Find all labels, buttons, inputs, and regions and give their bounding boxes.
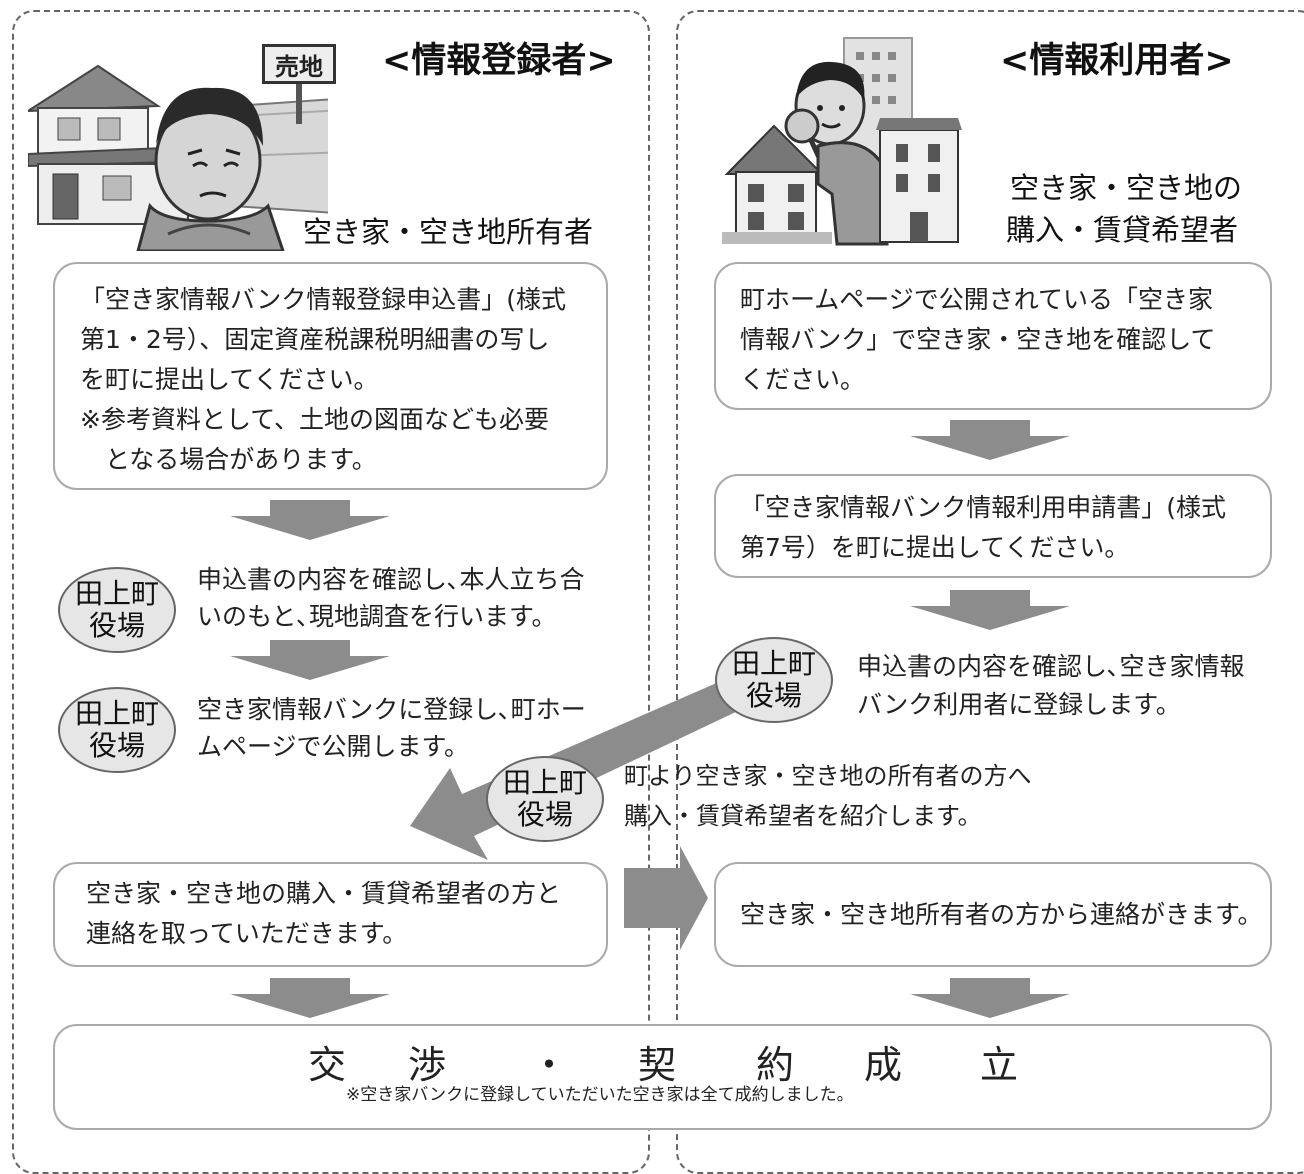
owner-illustration — [28, 64, 328, 251]
down-arrow-icon — [230, 978, 390, 1018]
buyer-illustration — [722, 37, 962, 246]
buyer-caption-line: 空き家・空き地の — [1010, 171, 1243, 205]
left-step1-line: 第1・2号）、固定資産税課税明細書の写し — [80, 325, 550, 354]
office-badge-line2: 役場 — [745, 679, 802, 712]
left-contact-line: 空き家・空き地の購入・賃貸希望者の方と — [86, 879, 562, 908]
left-step1-line: ※参考資料として、土地の図面なども必要 — [80, 405, 549, 434]
office-badge-line1: 田上町 — [74, 697, 159, 730]
right-step1-line: ください。 — [740, 365, 866, 394]
right-step3-line: バンク利用者に登録します。 — [857, 690, 1181, 719]
right-step3-line: 申込書の内容を確認し､空き家情報 — [857, 652, 1245, 681]
left-step2-line: いのもと､現地調査を行います。 — [197, 602, 557, 631]
sale-sign: 売地 — [262, 44, 336, 84]
office-badge: 田上町 役場 — [715, 637, 833, 723]
right-step1-box — [714, 262, 1272, 410]
left-step3-line: 空き家情報バンクに登録し､町ホー — [197, 695, 586, 724]
left-step1-line: を町に提出してください。 — [80, 365, 379, 394]
left-step2-line: 申込書の内容を確認し､本人立ち合 — [197, 565, 585, 594]
left-contact-line: 連絡を取っていただきます。 — [86, 919, 408, 948]
final-letter: 渉 — [408, 1043, 447, 1087]
right-step2-line: 「空き家情報バンク情報利用申請書」(様式 — [740, 493, 1227, 522]
left-title: <情報登録者> — [382, 41, 616, 81]
final-letter: 交 — [308, 1043, 347, 1087]
office-badge: 田上町 役場 — [58, 687, 176, 773]
owner-caption: 空き家・空き地所有者 — [303, 215, 594, 249]
introduce-line: 町より空き家・空き地の所有者の方へ — [624, 762, 1032, 790]
right-step1-line: 町ホームページで公開されている「空き家 — [740, 285, 1214, 314]
office-badge-line1: 田上町 — [502, 766, 587, 799]
office-badge-line1: 田上町 — [74, 577, 159, 610]
down-arrow-icon — [230, 500, 390, 540]
left-step1-line: 「空き家情報バンク情報登録申込書」(様式 — [80, 285, 567, 314]
office-badge-line2: 役場 — [516, 798, 573, 831]
left-contact-box — [53, 862, 608, 967]
office-badge-line2: 役場 — [88, 729, 145, 762]
final-letter: 約 — [756, 1043, 795, 1087]
right-step1-line: 情報バンク」で空き家・空き地を確認して — [740, 325, 1216, 354]
office-badge-line2: 役場 — [88, 609, 145, 642]
right-arrow-icon — [624, 846, 708, 950]
right-title: <情報利用者> — [1000, 41, 1234, 81]
right-contact-line: 空き家・空き地所有者の方から連絡がきます。 — [740, 900, 1263, 929]
down-arrow-icon — [910, 978, 1070, 1018]
final-note: ※空き家バンクに登録していただいた空き家は全て成約しました。 — [346, 1085, 854, 1105]
final-letter: 契 — [638, 1043, 677, 1087]
final-box — [53, 1024, 1272, 1130]
final-letter: 成 — [864, 1043, 903, 1087]
sign-post — [296, 84, 302, 124]
office-badge: 田上町 役場 — [486, 756, 604, 842]
left-step3-line: ムページで公開します。 — [197, 732, 470, 761]
office-badge: 田上町 役場 — [58, 567, 176, 653]
down-arrow-icon — [230, 640, 390, 680]
left-step1-box — [53, 262, 608, 490]
right-step2-box — [714, 474, 1272, 578]
final-letter: ・ — [530, 1043, 569, 1087]
sale-sign-label: 売地 — [275, 52, 323, 81]
left-step1-line: となる場合があります。 — [80, 445, 377, 474]
right-step2-line: 第7号）を町に提出してください。 — [740, 533, 1130, 562]
down-arrow-icon — [910, 420, 1070, 460]
buyer-caption-line: 購入・賃貸希望者 — [1006, 213, 1239, 247]
office-badge-line1: 田上町 — [731, 647, 816, 680]
final-letter: 立 — [980, 1043, 1019, 1087]
right-contact-box — [714, 862, 1272, 967]
down-arrow-icon — [910, 590, 1070, 630]
introduce-line: 購入・賃貸希望者を紹介します。 — [624, 802, 982, 830]
